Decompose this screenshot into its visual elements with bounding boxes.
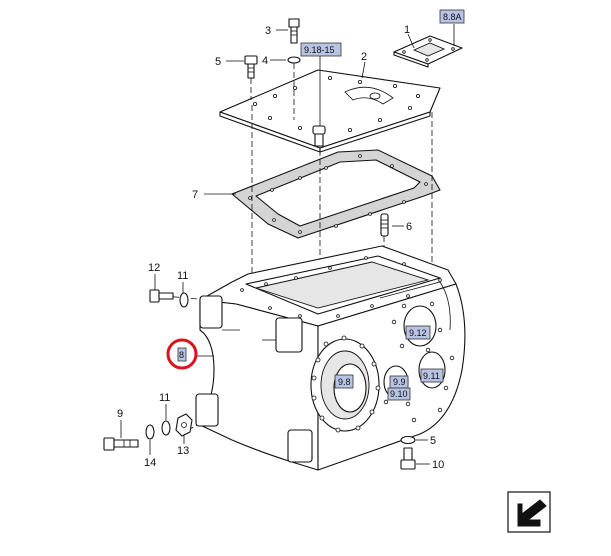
bolt-10 — [400, 447, 416, 470]
washer-5-bottom — [400, 435, 416, 445]
part-label-5-bottom: 5 — [430, 435, 436, 447]
svg-text:9.8: 9.8 — [338, 377, 351, 387]
highlighted-reference-8[interactable]: 8 — [166, 338, 198, 370]
part-label-2: 2 — [361, 51, 367, 63]
svg-text:8.8A: 8.8A — [443, 12, 462, 22]
part-label-12: 12 — [148, 262, 160, 274]
svg-text:9.9: 9.9 — [393, 377, 406, 387]
leader-lines — [120, 24, 455, 465]
svg-text:9.10: 9.10 — [390, 389, 408, 399]
part-label-10: 10 — [432, 459, 444, 471]
part-number-labels: 3 4 5 1 2 7 6 12 11 9 11 14 13 5 10 — [117, 24, 444, 471]
part-label-6: 6 — [406, 221, 412, 233]
part-label-5: 5 — [215, 56, 221, 68]
washer-11-upper — [179, 292, 189, 308]
part-label-14: 14 — [144, 457, 156, 469]
svg-text:8: 8 — [179, 350, 184, 360]
svg-text:9.11: 9.11 — [423, 371, 440, 381]
reference-box-9-12[interactable]: 9.12 — [405, 325, 431, 340]
reference-box-9-8[interactable]: 9.8 — [334, 374, 354, 389]
highlight-circle — [166, 338, 198, 370]
return-arrow-icon[interactable] — [507, 491, 551, 533]
part-label-11-upper: 11 — [177, 270, 188, 282]
part-label-13: 13 — [177, 445, 189, 457]
reference-box-8-8a[interactable]: 8.8A — [439, 9, 465, 24]
washer-4 — [287, 56, 301, 64]
nut-13 — [175, 413, 193, 437]
gasket-7 — [231, 149, 441, 239]
part-label-4: 4 — [262, 55, 268, 67]
bolt-9 — [103, 437, 139, 451]
bolt-12 — [149, 289, 174, 303]
top-cover-plate — [219, 69, 441, 153]
bolt-5-top — [244, 55, 258, 79]
part-label-7: 7 — [192, 189, 198, 201]
reference-box-9-11[interactable]: 9.11 — [420, 368, 444, 383]
part-label-11-lower: 11 — [159, 392, 170, 404]
part-label-1: 1 — [404, 24, 410, 36]
part-label-3: 3 — [265, 25, 271, 37]
svg-text:9.12: 9.12 — [409, 328, 427, 338]
bolt-3 — [288, 18, 300, 44]
dowel-pin-6 — [380, 213, 389, 237]
small-cover-plate — [393, 35, 463, 68]
washer-14 — [145, 424, 155, 440]
reference-box-9-9[interactable]: 9.9 — [389, 375, 409, 389]
transmission-housing — [195, 245, 466, 471]
reference-box-9-18-15[interactable]: 9.18-15 — [300, 42, 342, 57]
reference-box-9-10[interactable]: 9.10 — [387, 387, 411, 401]
washer-11-lower — [161, 420, 171, 436]
part-label-9: 9 — [117, 408, 123, 420]
svg-text:9.18-15: 9.18-15 — [304, 45, 335, 55]
